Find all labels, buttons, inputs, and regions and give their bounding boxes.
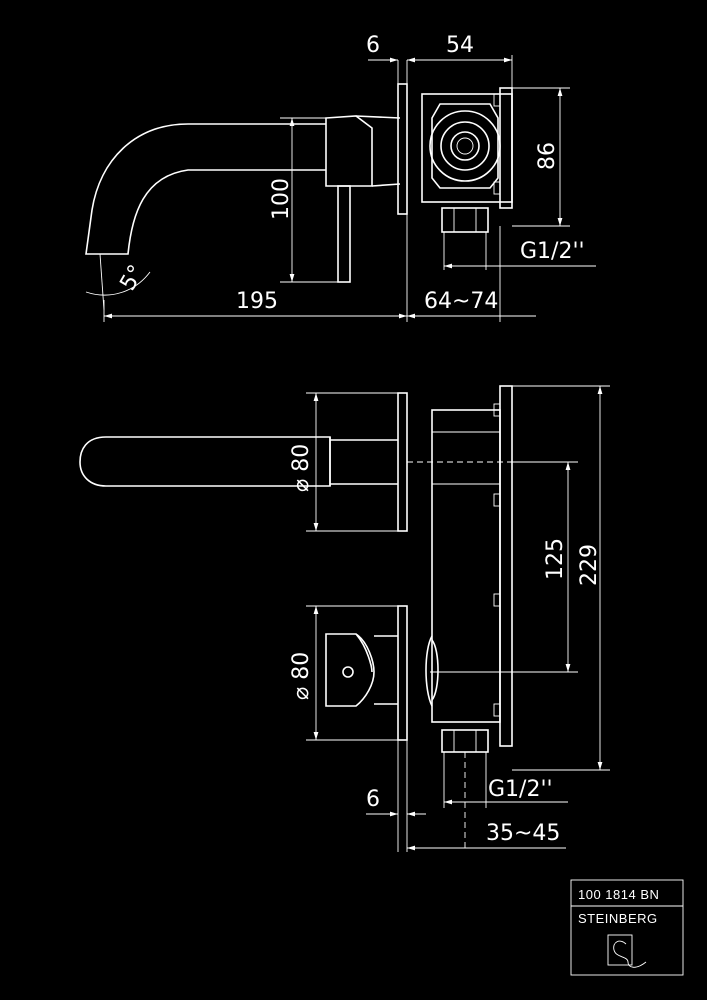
side-view-dimensions: 6 54 86 100 195 64~74 5° G1/2'' (85, 33, 596, 322)
dim-axis-spacing: 125 (543, 538, 568, 580)
dim-box-depth: 54 (446, 33, 474, 58)
dim-thread-bottom: G1/2'' (488, 777, 553, 802)
title-block: 100 1814 BN STEINBERG (570, 879, 684, 976)
spout-top (79, 436, 331, 487)
inlet-outer (429, 110, 501, 182)
install-box-plate (499, 87, 513, 209)
dim-spout-length: 195 (236, 289, 278, 314)
top-view (79, 385, 513, 753)
dim-install-depth-bottom: 35~45 (486, 821, 560, 846)
mixer-body (325, 115, 373, 187)
dim-thread-top: G1/2'' (520, 239, 585, 264)
upper-rosette (397, 392, 408, 532)
dim-install-depth-top: 64~74 (424, 289, 498, 314)
lever-side (337, 185, 351, 283)
connection-nut-bottom (441, 729, 489, 753)
lower-rosette (397, 605, 408, 741)
dim-box-height: 86 (535, 142, 560, 170)
mounting-plate (499, 385, 513, 747)
brand-logo-icon (607, 934, 647, 968)
connection-nut-top (441, 207, 489, 233)
angle-arc (85, 271, 151, 296)
side-view (85, 83, 513, 311)
install-box-top (431, 409, 501, 723)
dim-top-flange: 6 (366, 33, 380, 58)
mixer-neck (355, 115, 401, 187)
product-code: 100 1814 BN (578, 887, 659, 902)
dim-rosette-lower: ⌀ 80 (289, 652, 314, 700)
dim-spout-height: 100 (269, 178, 294, 220)
angle-ref-line (99, 253, 105, 311)
brand-name: STEINBERG (578, 911, 658, 926)
dim-bottom-flange: 6 (366, 787, 380, 812)
spout-side (85, 123, 326, 255)
wall-flange-side (397, 83, 408, 215)
dim-rosette-upper: ⌀ 80 (289, 444, 314, 492)
handle-top (325, 633, 375, 707)
dim-plate-height: 229 (577, 544, 602, 586)
top-view-dimensions: ⌀ 80 ⌀ 80 125 229 6 G1/2'' 35~45 (289, 385, 610, 852)
dim-angle: 5° (116, 261, 150, 295)
